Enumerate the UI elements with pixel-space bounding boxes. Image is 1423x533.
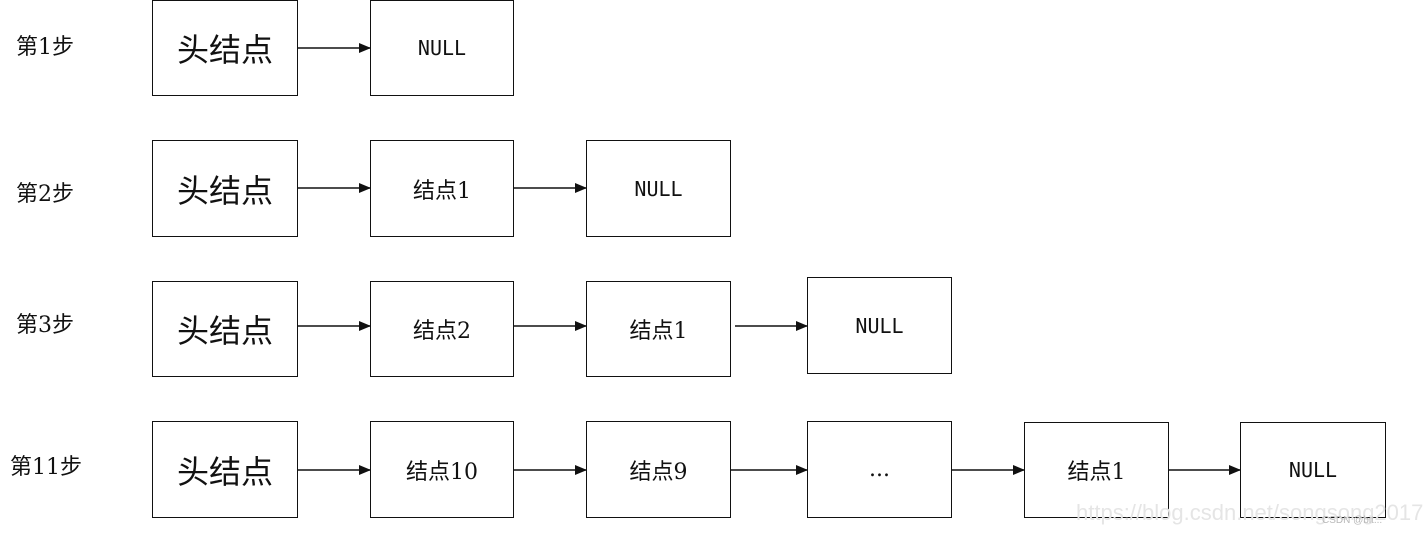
node-1: 结点1 — [370, 140, 514, 237]
null-node: NULL — [1240, 422, 1386, 518]
null-node: NULL — [586, 140, 731, 237]
step-label-3: 第3步 — [16, 313, 74, 338]
head-node: 头结点 — [152, 421, 298, 518]
node-2: 结点2 — [370, 281, 514, 377]
node-10: 结点10 — [370, 421, 514, 518]
head-node: 头结点 — [152, 281, 298, 377]
ellipsis-node: ... — [807, 421, 952, 518]
node-1: 结点1 — [586, 281, 731, 377]
head-node: 头结点 — [152, 0, 298, 96]
null-node: NULL — [370, 0, 514, 96]
step-label-1: 第1步 — [16, 35, 74, 60]
watermark-url: https://blog.csdn.net/songsong2017 — [1076, 500, 1423, 525]
step-label-2: 第2步 — [16, 182, 74, 207]
node-1: 结点1 — [1024, 422, 1169, 518]
null-node: NULL — [807, 277, 952, 374]
node-9: 结点9 — [586, 421, 731, 518]
head-node: 头结点 — [152, 140, 298, 237]
watermark-badge: CSDN @bit... — [1322, 515, 1383, 526]
step-label-11: 第11步 — [10, 455, 82, 480]
